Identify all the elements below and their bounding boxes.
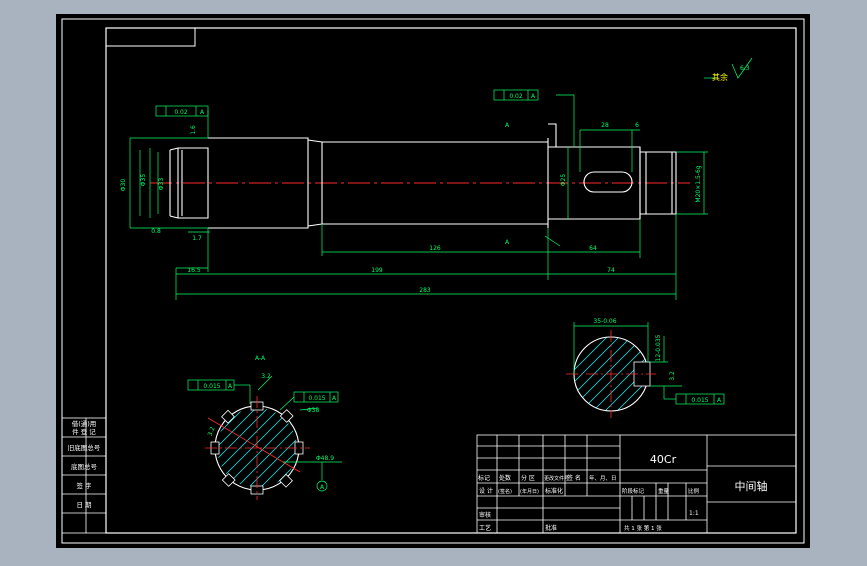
tb-part-name: 中间轴	[735, 479, 768, 493]
corner-code-box	[105, 27, 196, 47]
tb-rev-6: 年、月、日	[589, 474, 617, 482]
side-row-1: 借(通)用	[72, 419, 97, 428]
dim-top-left: 1.6	[190, 125, 197, 135]
spl-dim-note: Φ48.9	[316, 455, 334, 462]
sheet-background	[56, 14, 810, 548]
tb-review: 审核	[479, 511, 491, 519]
side-block	[61, 417, 107, 534]
spl-datum-right: A	[332, 395, 337, 402]
dim-dia-2: Φ35	[140, 174, 147, 187]
side-row-4: 底图总号	[71, 462, 98, 471]
roughness-label: 其余	[712, 72, 728, 82]
keyway-slot	[583, 171, 633, 193]
tb-weight: 重量	[658, 487, 670, 495]
spl-tol-left: 0.015	[203, 383, 220, 390]
roughness-value: 6.3	[740, 65, 750, 72]
tb-standard: 标准化	[545, 487, 563, 495]
side-row-3: 旧底图总号	[68, 443, 101, 452]
sec-dim-width: 35-0.06	[593, 318, 616, 325]
dim-74: 74	[607, 267, 615, 274]
tb-rev-3: 分 区	[521, 474, 535, 482]
dim-64: 64	[589, 245, 597, 252]
tolerance-frames	[155, 89, 539, 117]
datum-right: A	[531, 93, 536, 100]
spl-circle-mark: A	[320, 484, 325, 491]
side-row-2: 件 登 记	[72, 427, 96, 436]
tb-scale: 1:1	[689, 510, 699, 517]
inner-border	[105, 27, 797, 534]
tb-material: 40Cr	[650, 453, 677, 466]
dim-total: 283	[419, 287, 431, 294]
spl-tol-right: 0.015	[308, 395, 325, 402]
tb-design: 设 计	[479, 487, 493, 495]
dim-key-width: 28	[601, 122, 609, 129]
section-mark-top: A	[505, 122, 510, 129]
tb-rev-4: 更改文件号	[544, 475, 569, 482]
outer-border	[61, 18, 805, 544]
sec-dim-depth: 12-0.035	[655, 334, 662, 361]
tb-sign: (签名)	[498, 488, 512, 495]
dim-step: 1.7	[192, 235, 202, 242]
dim-16: 16.5	[187, 267, 201, 274]
sec-dim-ra: 3.2	[669, 371, 676, 381]
dim-chamfer: 0.8	[151, 228, 161, 235]
dim-dia-3: Φ33	[158, 178, 165, 191]
tol-value-right: 0.02	[509, 93, 523, 100]
spl-datum-left: A	[228, 383, 233, 390]
section-mark-bottom: A	[505, 239, 510, 246]
dim-right-dia: Φ25	[560, 174, 567, 187]
spl-dim-a: 3.2	[261, 373, 271, 380]
datum-left: A	[200, 109, 205, 116]
tb-approve: 批准	[545, 524, 557, 532]
tb-sheet-info: 共 1 张 第 1 张	[624, 524, 662, 532]
tb-stage: 阶段标记	[622, 487, 645, 495]
side-row-6: 日 期	[76, 501, 92, 509]
sec-datum: A	[717, 397, 722, 404]
dim-key-depth: 6	[635, 122, 639, 129]
tb-rev-1: 标记	[478, 474, 490, 482]
spl-dim-b: 3.2	[207, 426, 217, 438]
title-block	[476, 434, 797, 534]
side-row-5: 签 字	[76, 481, 92, 490]
tb-rev-5: 签 名	[567, 474, 581, 482]
spl-dim-c: Φ38	[307, 407, 320, 414]
tb-date: (年月日)	[520, 488, 539, 495]
tb-scale-label: 比例	[688, 487, 700, 495]
dim-thread: M20×1.5-6g	[695, 165, 702, 202]
tol-value-left: 0.02	[174, 109, 188, 116]
tb-rev-2: 处数	[499, 474, 511, 482]
dim-dia-1: Φ30	[120, 179, 127, 192]
section-label: A-A	[255, 355, 266, 362]
shaft-main-view	[169, 123, 677, 229]
dim-126: 126	[429, 245, 441, 252]
sec-tol-value: 0.015	[691, 397, 708, 404]
tb-process: 工艺	[479, 524, 491, 532]
dimension-lines	[129, 57, 753, 300]
dim-199: 199	[371, 267, 383, 274]
